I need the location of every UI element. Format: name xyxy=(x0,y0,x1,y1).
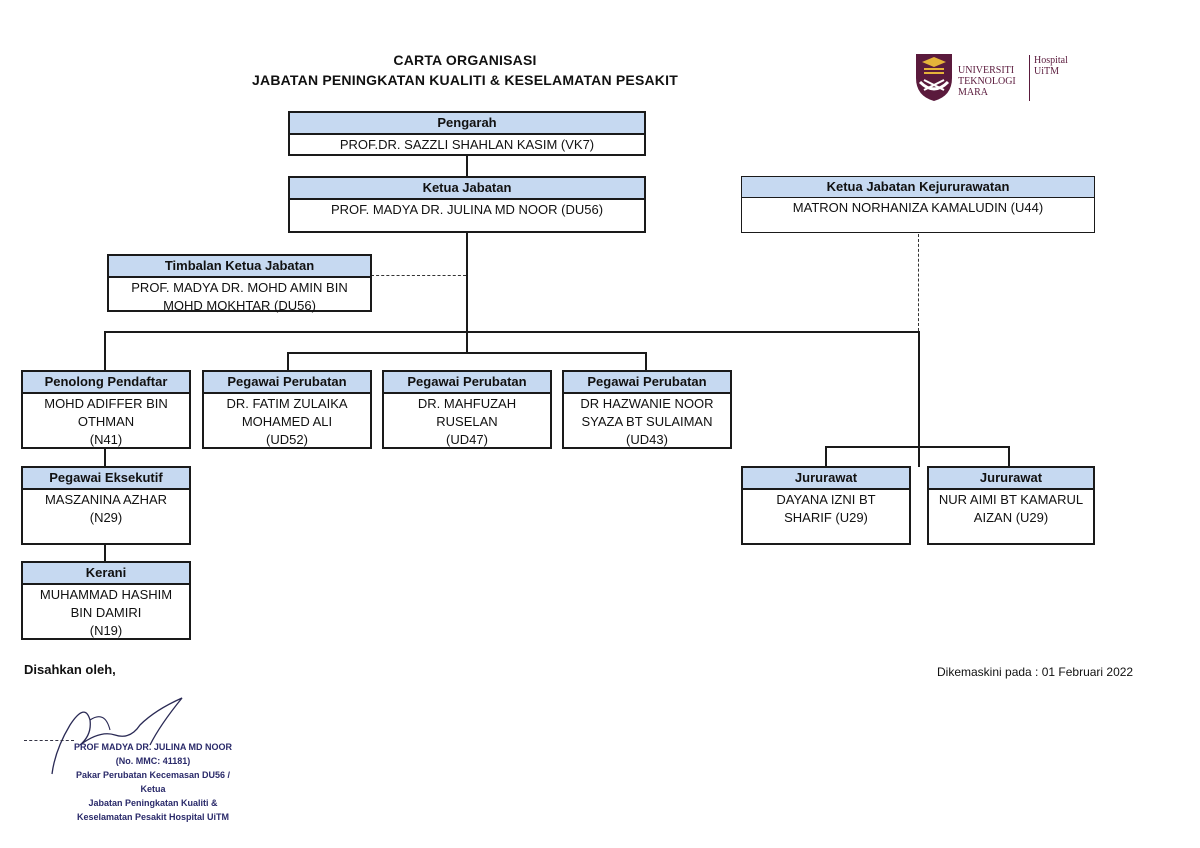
node-pegawai-eksekutif: Pegawai Eksekutif MASZANINA AZHAR (N29) xyxy=(21,466,191,545)
connector xyxy=(466,155,468,177)
grade: (UD43) xyxy=(626,432,668,447)
node-pegawai-perubatan-2: Pegawai Perubatan DR. MAHFUZAH RUSELAN (… xyxy=(382,370,552,449)
dashed-connector xyxy=(918,234,919,331)
node-penolong-pendaftar: Penolong Pendaftar MOHD ADIFFER BIN OTHM… xyxy=(21,370,191,449)
role-label: Pegawai Perubatan xyxy=(384,372,550,394)
signatory-dept-2: Keselamatan Pesakit Hospital UiTM xyxy=(76,812,230,822)
logo-line-2: TEKNOLOGI xyxy=(958,76,1016,87)
node-pegawai-perubatan-1: Pegawai Perubatan DR. FATIM ZULAIKA MOHA… xyxy=(202,370,372,449)
person-name: SHARIF (U29) xyxy=(784,510,868,525)
person-name: MUHAMMAD HASHIM xyxy=(39,587,173,602)
dashed-connector xyxy=(371,275,466,276)
signatory-title: Pakar Perubatan Kecemasan DU56 / xyxy=(75,770,231,780)
uitm-crest-icon xyxy=(916,54,952,101)
node-ketua-jabatan: Ketua Jabatan PROF. MADYA DR. JULINA MD … xyxy=(288,176,646,233)
person-name: DR HAZWANIE NOOR xyxy=(580,396,714,411)
grade: (N19) xyxy=(89,623,123,638)
person-name: PROF.DR. SAZZLI SHAHLAN KASIM (VK7) xyxy=(339,137,595,152)
role-label: Kerani xyxy=(23,563,189,585)
person-name: RUSELAN xyxy=(436,414,498,429)
node-jururawat-1: Jururawat DAYANA IZNI BT SHARIF (U29) xyxy=(741,466,911,545)
person-name: AIZAN (U29) xyxy=(973,510,1049,525)
role-label: Pengarah xyxy=(290,113,644,135)
node-pegawai-perubatan-3: Pegawai Perubatan DR HAZWANIE NOOR SYAZA… xyxy=(562,370,732,449)
person-name: MOHAMED ALI xyxy=(241,414,333,429)
connector xyxy=(104,544,106,562)
signature-icon xyxy=(51,697,183,775)
grade: (N41) xyxy=(89,432,123,447)
role-label: Ketua Jabatan xyxy=(290,178,644,200)
person-name: MOHD MOKHTAR (DU56) xyxy=(163,298,316,313)
connector xyxy=(825,446,827,467)
signatory-dept: Jabatan Peningkatan Kualiti & xyxy=(88,798,218,808)
updated-date: Dikemaskini pada : 01 Februari 2022 xyxy=(937,665,1134,679)
connector xyxy=(466,232,468,333)
logo-hospital-1: Hospital xyxy=(1034,55,1068,66)
role-label: Penolong Pendaftar xyxy=(23,372,189,394)
person-name: PROF. MADYA DR. JULINA MD NOOR (DU56) xyxy=(330,202,604,217)
person-name: DR. MAHFUZAH xyxy=(417,396,517,411)
role-label: Jururawat xyxy=(929,468,1093,490)
person-name: MASZANINA AZHAR xyxy=(44,492,168,507)
connector xyxy=(104,331,106,371)
node-kerani: Kerani MUHAMMAD HASHIM BIN DAMIRI (N19) xyxy=(21,561,191,640)
person-name: DR. FATIM ZULAIKA xyxy=(226,396,348,411)
connector xyxy=(104,448,106,467)
person-name: BIN DAMIRI xyxy=(70,605,142,620)
node-timbalan: Timbalan Ketua Jabatan PROF. MADYA DR. M… xyxy=(107,254,372,313)
node-pengarah: Pengarah PROF.DR. SAZZLI SHAHLAN KASIM (… xyxy=(288,111,646,156)
chart-title: CARTA ORGANISASI xyxy=(393,52,537,68)
role-label: Pegawai Perubatan xyxy=(204,372,370,394)
role-label: Ketua Jabatan Kejururawatan xyxy=(742,177,1094,198)
signatory-mmc: (No. MMC: 41181) xyxy=(115,756,191,766)
person-name: SYAZA BT SULAIMAN xyxy=(581,414,713,429)
approved-by-label: Disahkan oleh, xyxy=(24,662,116,677)
logo-hospital-2: UiTM xyxy=(1034,66,1059,77)
node-jururawat-2: Jururawat NUR AIMI BT KAMARUL AIZAN (U29… xyxy=(927,466,1095,545)
person-name: MOHD ADIFFER BIN xyxy=(44,396,168,411)
chart-subtitle: JABATAN PENINGKATAN KUALITI & KESELAMATA… xyxy=(252,72,678,88)
grade: (N29) xyxy=(89,510,123,525)
connector xyxy=(287,352,647,354)
connector xyxy=(104,331,920,333)
logo-line-1: UNIVERSITI xyxy=(958,65,1015,76)
connector xyxy=(918,331,920,467)
person-name: NUR AIMI BT KAMARUL xyxy=(938,492,1084,507)
person-name: PROF. MADYA DR. MOHD AMIN BIN xyxy=(131,280,348,295)
node-ketua-kejururawatan: Ketua Jabatan Kejururawatan MATRON NORHA… xyxy=(741,176,1095,233)
connector xyxy=(825,446,1010,448)
role-label: Pegawai Eksekutif xyxy=(23,468,189,490)
signatory-name: PROF MADYA DR. JULINA MD NOOR xyxy=(74,742,233,752)
connector xyxy=(645,352,647,371)
connector xyxy=(1008,446,1010,467)
logo-line-3: MARA xyxy=(958,87,989,98)
connector xyxy=(287,352,289,371)
grade: (UD52) xyxy=(266,432,308,447)
connector xyxy=(466,331,468,352)
signatory-position: Ketua xyxy=(140,784,166,794)
person-name: OTHMAN xyxy=(77,414,135,429)
role-label: Pegawai Perubatan xyxy=(564,372,730,394)
person-name: MATRON NORHANIZA KAMALUDIN (U44) xyxy=(792,200,1044,215)
role-label: Jururawat xyxy=(743,468,909,490)
grade: (UD47) xyxy=(446,432,488,447)
role-label: Timbalan Ketua Jabatan xyxy=(109,256,370,278)
uitm-logo: UNIVERSITI TEKNOLOGI MARA Hospital UiTM xyxy=(914,52,1074,107)
person-name: DAYANA IZNI BT xyxy=(776,492,876,507)
